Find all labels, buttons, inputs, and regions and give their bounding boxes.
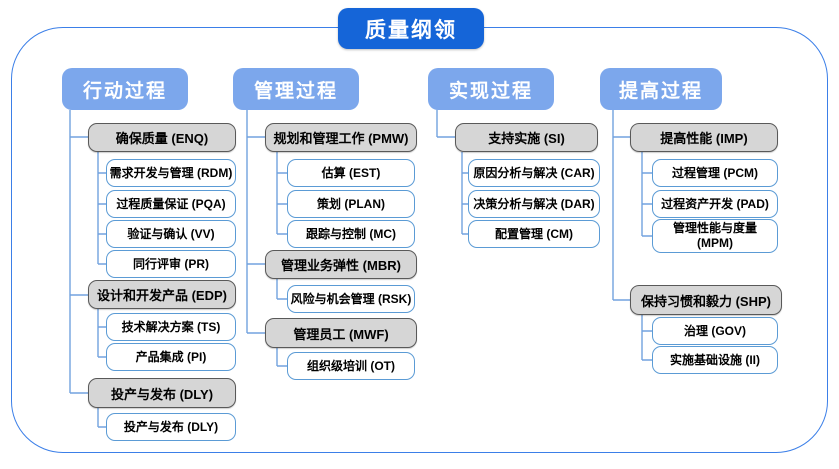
leaf-node-ii: 实施基础设施 (II) [652,346,778,374]
group-node-enq: 确保质量 (ENQ) [88,123,236,152]
leaf-node-plan: 策划 (PLAN) [287,190,415,218]
leaf-node-cm: 配置管理 (CM) [468,220,600,248]
leaf-node-pcm: 过程管理 (PCM) [652,159,778,187]
connector-col3-children [461,152,468,235]
column-header-management-process: 管理过程 [233,68,359,110]
leaf-node-car: 原因分析与解决 (CAR) [468,159,600,187]
leaf-node-mpm: 管理性能与度量 (MPM) [652,219,778,253]
connector-col2-children [276,152,287,367]
leaf-node-est: 估算 (EST) [287,159,415,187]
leaf-node-rsk: 风险与机会管理 (RSK) [287,285,415,313]
leaf-node-ot: 组织级培训 (OT) [287,352,415,380]
leaf-node-ts: 技术解决方案 (TS) [106,313,236,341]
group-node-imp: 提高性能 (IMP) [630,123,778,152]
leaf-node-vv: 验证与确认 (VV) [106,220,236,248]
group-node-edp: 设计和开发产品 (EDP) [88,280,236,309]
group-node-mwf: 管理员工 (MWF) [265,318,417,348]
connector-col2-main [246,110,265,334]
column-header-action-process: 行动过程 [62,68,188,110]
group-node-si: 支持实施 (SI) [455,123,598,152]
leaf-node-rdm: 需求开发与管理 (RDM) [106,159,236,187]
diagram-title: 质量纲领 [338,8,484,49]
leaf-node-gov: 治理 (GOV) [652,317,778,345]
group-node-pmw: 规划和管理工作 (PMW) [265,123,417,152]
connector-col4-main [612,110,630,301]
leaf-node-mc: 跟踪与控制 (MC) [287,220,415,248]
column-header-realization-process: 实现过程 [428,68,554,110]
leaf-node-pad: 过程资产开发 (PAD) [652,190,778,218]
connector-col1-children [97,152,106,428]
leaf-node-dar: 决策分析与解决 (DAR) [468,190,600,218]
leaf-node-pr: 同行评审 (PR) [106,250,236,278]
group-node-dly: 投产与发布 (DLY) [88,378,236,408]
column-header-improvement-process: 提高过程 [600,68,722,110]
leaf-node-pqa: 过程质量保证 (PQA) [106,190,236,218]
connector-col3-main [436,110,455,138]
connector-col1-main [69,110,88,394]
leaf-node-dly: 投产与发布 (DLY) [106,413,236,441]
connector-col4-children [641,152,652,361]
leaf-node-pi: 产品集成 (PI) [106,343,236,371]
group-node-shp: 保持习惯和毅力 (SHP) [630,285,782,315]
group-node-mbr: 管理业务弹性 (MBR) [265,250,417,279]
